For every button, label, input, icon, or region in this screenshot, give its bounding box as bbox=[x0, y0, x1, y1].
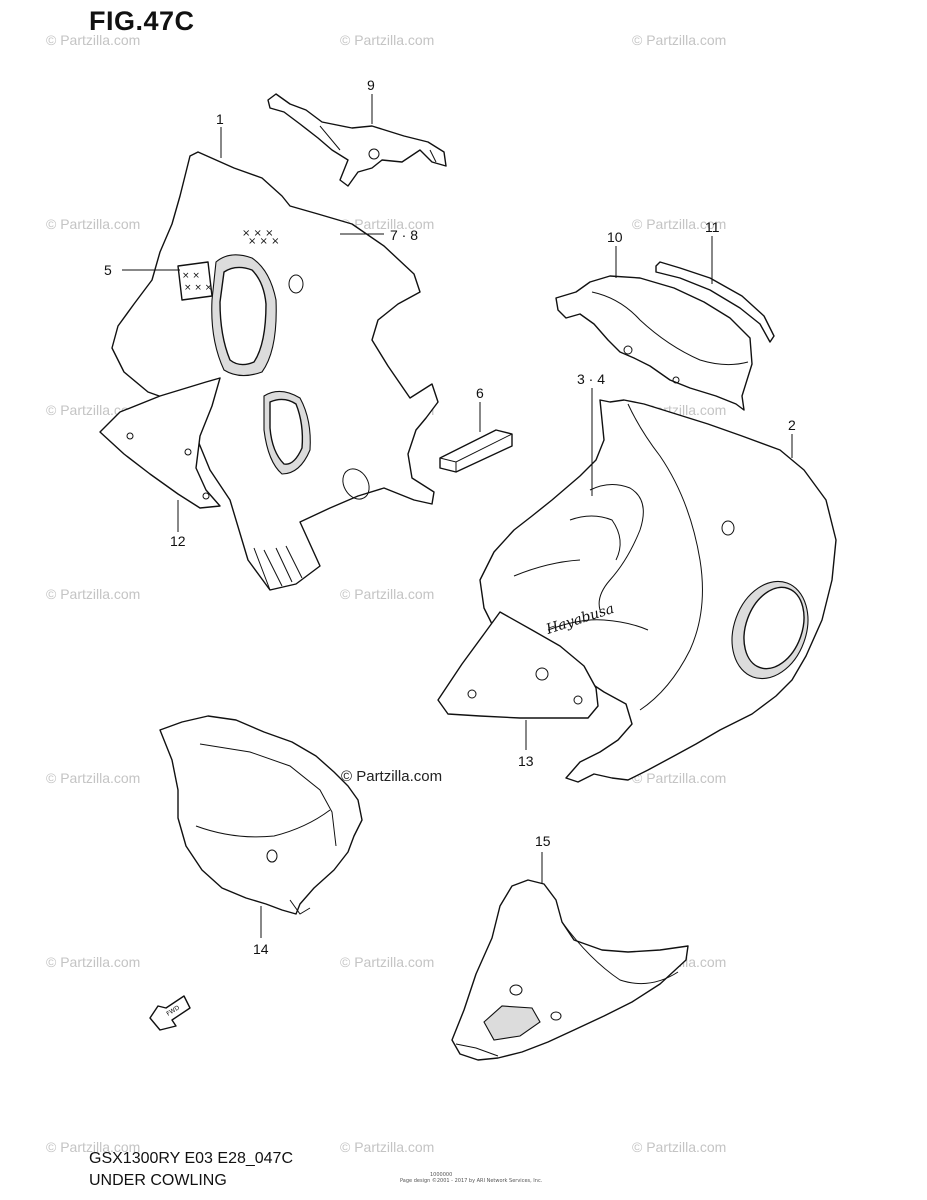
part-14-lower-cowling[interactable] bbox=[159, 715, 363, 915]
part-12-side-panel[interactable] bbox=[99, 377, 221, 509]
svg-text:× × ×: × × × bbox=[184, 283, 212, 293]
part-9-bracket[interactable] bbox=[267, 93, 447, 187]
callout-5: 5 bbox=[104, 262, 112, 278]
callout-14: 14 bbox=[253, 941, 269, 957]
copyright-small: Page design ©2001 - 2017 by ARI Network … bbox=[400, 1178, 543, 1184]
watermark: © Partzilla.com bbox=[46, 402, 141, 418]
part-6-foam-strip[interactable] bbox=[439, 429, 513, 473]
watermark: © Partzilla.com bbox=[46, 32, 141, 48]
svg-text:× × ×: × × × bbox=[248, 236, 280, 247]
callout-7-8: 7 · 8 bbox=[390, 227, 418, 243]
callout-2: 2 bbox=[788, 417, 796, 433]
svg-text:× × ×: × × × bbox=[242, 228, 274, 239]
watermark: © Partzilla.com bbox=[46, 586, 141, 602]
watermark: © Partzilla.com bbox=[632, 1139, 727, 1155]
watermark: © Partzilla.com bbox=[340, 1139, 435, 1155]
callout-10: 10 bbox=[607, 229, 623, 245]
watermark: © Partzilla.com bbox=[632, 770, 727, 786]
watermark: © Partzilla.com bbox=[46, 1139, 141, 1155]
callout-9: 9 bbox=[367, 77, 375, 93]
leader-lines bbox=[122, 94, 793, 938]
callout-12: 12 bbox=[170, 533, 186, 549]
model-code: GSX1300RY E03 E28_047C bbox=[89, 1150, 294, 1167]
part-1-inner-panel[interactable]: × × × × × × bbox=[111, 151, 439, 591]
part-11-strip[interactable] bbox=[655, 261, 775, 343]
watermark: © Partzilla.com bbox=[632, 32, 727, 48]
part-13-lower-panel[interactable] bbox=[437, 611, 599, 719]
section-name: UNDER COWLING bbox=[89, 1172, 227, 1189]
watermark: © Partzilla.com bbox=[340, 586, 435, 602]
watermark: © Partzilla.com bbox=[46, 216, 141, 232]
callout-15: 15 bbox=[535, 833, 551, 849]
callout-13: 13 bbox=[518, 753, 534, 769]
part-15-belly-pan[interactable] bbox=[451, 879, 689, 1061]
figure-title: FIG.47C bbox=[89, 6, 195, 36]
callout-1: 1 bbox=[216, 111, 224, 127]
watermark: © Partzilla.com bbox=[340, 32, 435, 48]
part-10-trim[interactable] bbox=[555, 275, 753, 411]
callout-3-4: 3 · 4 bbox=[577, 371, 605, 387]
callout-11: 11 bbox=[705, 219, 720, 235]
watermark: © Partzilla.com bbox=[632, 216, 727, 232]
watermark: © Partzilla.com bbox=[340, 216, 435, 232]
watermark-center: © Partzilla.com bbox=[341, 768, 443, 785]
watermark: © Partzilla.com bbox=[46, 954, 141, 970]
fwd-arrow-icon: FWD bbox=[149, 995, 191, 1031]
ref-small: 1000000 bbox=[430, 1172, 453, 1178]
part-2-cowling[interactable]: Hayabusa bbox=[479, 399, 837, 783]
part-5-label-plate[interactable]: × × × × × bbox=[177, 261, 213, 301]
svg-text:× ×: × × bbox=[182, 271, 200, 281]
callout-6: 6 bbox=[476, 385, 484, 401]
watermark: © Partzilla.com bbox=[46, 770, 141, 786]
watermark: © Partzilla.com bbox=[340, 954, 435, 970]
